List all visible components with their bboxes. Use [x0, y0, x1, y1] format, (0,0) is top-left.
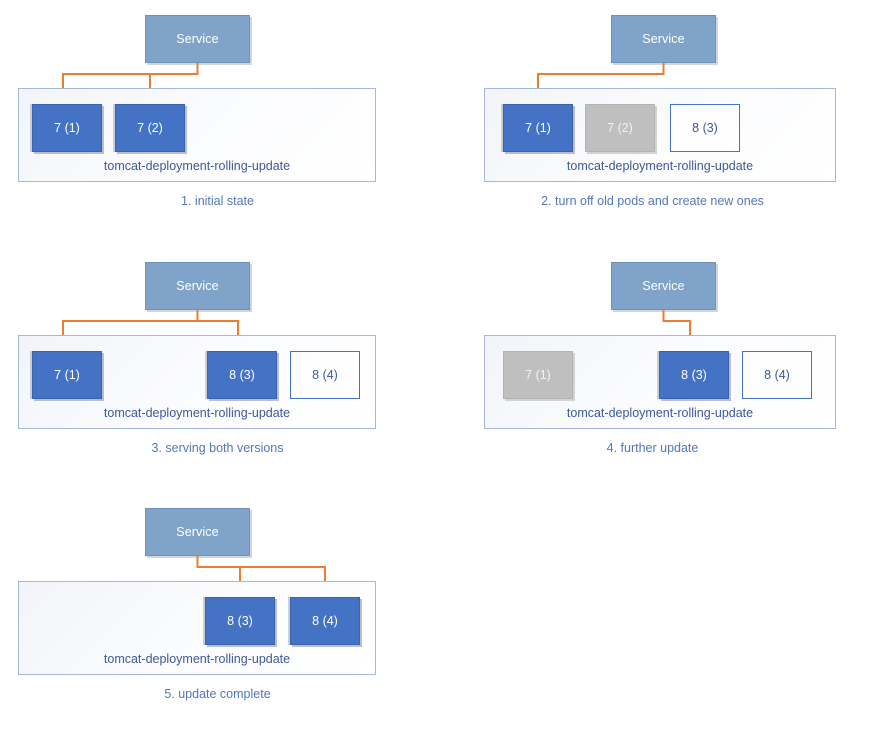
- panel-caption: 1. initial state: [181, 194, 254, 208]
- panel-turn-off-old-pods: Service tomcat-deployment-rolling-update…: [435, 0, 870, 240]
- service-label: Service: [176, 31, 219, 46]
- panel-caption: 5. update complete: [164, 687, 271, 701]
- pod-7-2: 7 (2): [585, 104, 655, 152]
- pod-7-1: 7 (1): [32, 351, 102, 399]
- pod-label: 8 (4): [312, 367, 338, 382]
- service-box: Service: [145, 262, 250, 310]
- pod-label: 8 (3): [692, 120, 718, 135]
- pod-7-1: 7 (1): [503, 351, 573, 399]
- panel-caption: 2. turn off old pods and create new ones: [541, 194, 764, 208]
- deployment-name-label: tomcat-deployment-rolling-update: [103, 405, 291, 420]
- service-label: Service: [642, 278, 685, 293]
- service-box: Service: [611, 262, 716, 310]
- service-box: Service: [145, 15, 250, 63]
- pod-7-1: 7 (1): [503, 104, 573, 152]
- pod-label: 8 (3): [227, 613, 253, 628]
- pod-label: 7 (1): [54, 367, 80, 382]
- pod-label: 8 (3): [229, 367, 255, 382]
- pod-label: 8 (3): [681, 367, 707, 382]
- service-label: Service: [176, 278, 219, 293]
- pod-8-4: 8 (4): [290, 597, 360, 645]
- pod-label: 7 (2): [607, 120, 633, 135]
- panel-caption: 4. further update: [606, 441, 699, 455]
- service-label: Service: [642, 31, 685, 46]
- panel-caption: 3. serving both versions: [151, 441, 284, 455]
- service-box: Service: [145, 508, 250, 556]
- service-label: Service: [176, 524, 219, 539]
- deployment-name-label: tomcat-deployment-rolling-update: [103, 651, 291, 666]
- deployment-container: tomcat-deployment-rolling-update: [18, 581, 376, 675]
- panel-serving-both-versions: Service tomcat-deployment-rolling-update…: [0, 245, 435, 485]
- pod-8-3: 8 (3): [659, 351, 729, 399]
- pod-8-3: 8 (3): [205, 597, 275, 645]
- pod-7-2: 7 (2): [115, 104, 185, 152]
- panel-further-update: Service tomcat-deployment-rolling-update…: [435, 245, 870, 485]
- deployment-name-label: tomcat-deployment-rolling-update: [566, 405, 754, 420]
- deployment-name-label: tomcat-deployment-rolling-update: [103, 158, 291, 173]
- pod-7-1: 7 (1): [32, 104, 102, 152]
- pod-label: 8 (4): [312, 613, 338, 628]
- pod-label: 8 (4): [764, 367, 790, 382]
- pod-8-4: 8 (4): [742, 351, 812, 399]
- panel-initial-state: Service tomcat-deployment-rolling-update…: [0, 0, 435, 240]
- pod-label: 7 (1): [54, 120, 80, 135]
- pod-8-3: 8 (3): [670, 104, 740, 152]
- pod-8-3: 8 (3): [207, 351, 277, 399]
- pod-label: 7 (1): [525, 367, 551, 382]
- service-box: Service: [611, 15, 716, 63]
- pod-label: 7 (2): [137, 120, 163, 135]
- deployment-name-label: tomcat-deployment-rolling-update: [566, 158, 754, 173]
- pod-8-4: 8 (4): [290, 351, 360, 399]
- pod-label: 7 (1): [525, 120, 551, 135]
- panel-update-complete: Service tomcat-deployment-rolling-update…: [0, 490, 435, 730]
